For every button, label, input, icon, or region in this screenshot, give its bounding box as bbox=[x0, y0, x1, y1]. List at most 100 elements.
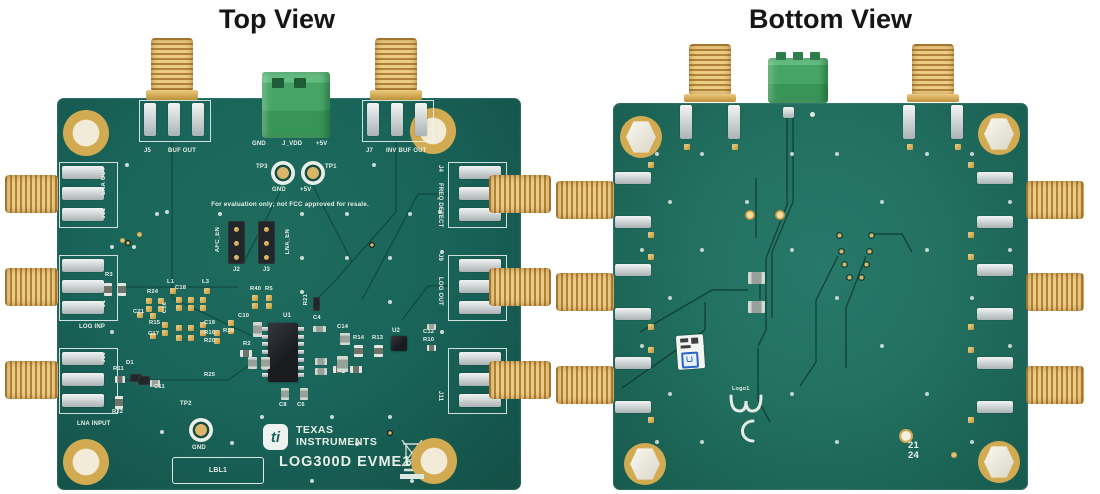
via bbox=[230, 441, 234, 445]
sma-leg-pad bbox=[615, 357, 651, 369]
gold-via bbox=[951, 452, 957, 458]
capacitor bbox=[315, 368, 327, 375]
connector-signal-lna-out: LNA OUT bbox=[101, 167, 107, 195]
resistor bbox=[240, 350, 252, 357]
via bbox=[700, 152, 704, 156]
leg-via bbox=[648, 232, 654, 238]
via bbox=[970, 152, 974, 156]
logo-placeholder-label: Logo1 bbox=[732, 386, 750, 392]
via bbox=[330, 415, 334, 419]
sma-connector-top bbox=[375, 38, 417, 92]
capacitor bbox=[253, 322, 262, 337]
ringed-via bbox=[836, 232, 843, 239]
ic-u2-body bbox=[391, 336, 407, 351]
sma-leg-pad bbox=[977, 264, 1013, 276]
gold-via bbox=[120, 238, 125, 243]
sma-leg-pad bbox=[615, 172, 651, 184]
resistor bbox=[354, 345, 363, 357]
jumper-ref-j2: J2 bbox=[233, 267, 241, 273]
via bbox=[440, 330, 444, 334]
solder-pad bbox=[367, 103, 379, 136]
unpopulated-pad bbox=[137, 312, 143, 318]
component-ref-label: R25 bbox=[204, 372, 216, 378]
sma-leg-pad bbox=[977, 401, 1013, 413]
via bbox=[970, 440, 974, 444]
sma-connector-left bbox=[5, 175, 58, 213]
gold-via bbox=[775, 210, 785, 220]
capacitor bbox=[150, 380, 160, 387]
nylon-standoff bbox=[626, 121, 656, 153]
solder-pad bbox=[62, 352, 104, 365]
component-ref-label: C6 bbox=[297, 402, 305, 408]
component-ref-label: R15 bbox=[149, 320, 161, 326]
connector-ref-j4: J4 bbox=[437, 165, 443, 173]
resistor bbox=[115, 376, 125, 383]
connector-label-buf-out: BUF OUT bbox=[168, 148, 197, 154]
unpopulated-pad bbox=[176, 325, 182, 331]
component-ref-label: C21 bbox=[133, 309, 145, 315]
sma-leg-pad bbox=[615, 216, 651, 228]
power-terminal-block-rear bbox=[768, 58, 828, 103]
leg-via bbox=[648, 254, 654, 260]
sma-connector-top bbox=[689, 44, 731, 96]
smd-component bbox=[748, 272, 765, 284]
sma-flange bbox=[684, 94, 736, 102]
via bbox=[925, 152, 929, 156]
sma-connector-left bbox=[5, 361, 58, 399]
testpoint-net-gnd2: GND bbox=[192, 445, 206, 451]
jumper-signal-afc-en: AFC_EN bbox=[215, 227, 221, 253]
solder-pad bbox=[62, 208, 104, 221]
diode-or-transistor bbox=[313, 297, 320, 311]
component-ref-label: R3 bbox=[105, 272, 113, 278]
via bbox=[388, 415, 392, 419]
ringed-via bbox=[846, 274, 853, 281]
ringed-via bbox=[838, 248, 845, 255]
leg-via bbox=[968, 162, 974, 168]
unpopulated-pad bbox=[162, 322, 168, 328]
ic-pin bbox=[262, 373, 268, 378]
unpopulated-pad bbox=[188, 305, 194, 311]
unpopulated-pad bbox=[158, 298, 164, 304]
connector-ref-j9: J9 bbox=[437, 254, 443, 262]
terminal-port bbox=[272, 78, 284, 88]
via bbox=[655, 152, 659, 156]
power-pin-5v: +5V bbox=[316, 141, 328, 147]
component-ref-label: C11 bbox=[154, 384, 165, 390]
testpoint-ref-tp2: TP2 bbox=[180, 401, 192, 407]
connector-ref-j10: J10 bbox=[101, 352, 107, 363]
large-pale-via bbox=[899, 429, 913, 443]
terminal-notch bbox=[793, 52, 803, 60]
via bbox=[835, 296, 839, 300]
unpopulated-pad bbox=[158, 306, 164, 312]
ic-ref-u2: U2 bbox=[392, 328, 401, 334]
leg-via bbox=[968, 254, 974, 260]
mounting-screw bbox=[63, 110, 109, 156]
connector-signal-lna-input: LNA INPUT bbox=[77, 421, 111, 427]
connector-footprint bbox=[59, 162, 118, 228]
solder-pad bbox=[168, 103, 180, 136]
sma-leg-pad bbox=[728, 105, 740, 139]
via bbox=[345, 256, 349, 260]
ringed-via bbox=[858, 274, 865, 281]
sma-flange bbox=[370, 90, 422, 100]
leg-via bbox=[955, 144, 961, 150]
unpopulated-pad bbox=[266, 295, 272, 301]
unpopulated-pad bbox=[266, 303, 272, 309]
connector-signal-log-inp: LOG INP bbox=[79, 324, 106, 330]
sma-leg-pad bbox=[951, 105, 963, 139]
component-ref-label: R10 bbox=[423, 337, 435, 343]
unpopulated-pad bbox=[228, 320, 234, 326]
testpoint-ref-tp1: TP1 bbox=[325, 164, 337, 170]
solder-pad bbox=[144, 103, 156, 136]
ic-pin bbox=[298, 357, 304, 362]
leg-via bbox=[907, 144, 913, 150]
connector-ref-j7: J7 bbox=[366, 148, 374, 154]
capacitor bbox=[313, 326, 326, 332]
capacitor bbox=[337, 356, 348, 372]
via bbox=[745, 200, 749, 204]
via bbox=[655, 440, 659, 444]
via bbox=[125, 163, 129, 167]
via bbox=[700, 440, 704, 444]
sticker-mark bbox=[680, 344, 691, 349]
sma-connector-top bbox=[151, 38, 193, 92]
